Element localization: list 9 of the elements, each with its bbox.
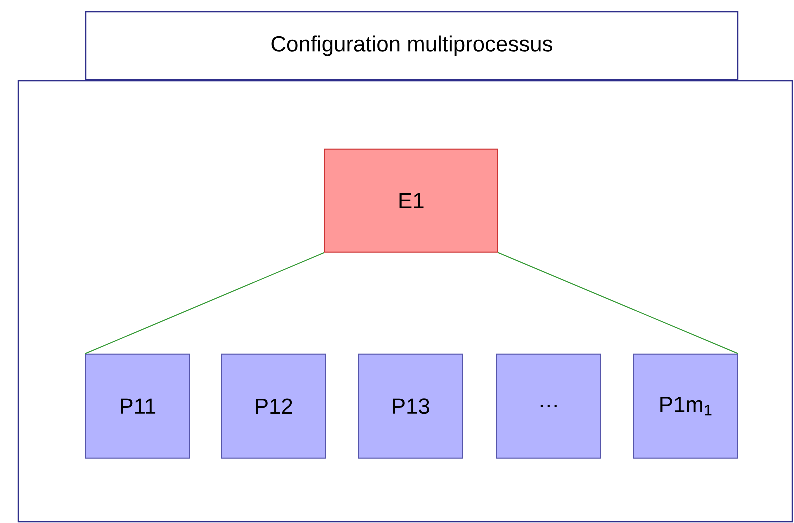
connector-line	[498, 252, 739, 354]
node-label: Configuration multiprocessus	[272, 36, 552, 56]
entity-box: E1	[324, 148, 498, 253]
process-box: P1m$_{1}$	[633, 354, 738, 459]
process-box: …	[496, 354, 602, 459]
connector-line	[84, 252, 325, 354]
process-box: P11	[85, 354, 190, 459]
process-box: P12	[221, 354, 326, 459]
process-box: P13	[358, 354, 464, 459]
